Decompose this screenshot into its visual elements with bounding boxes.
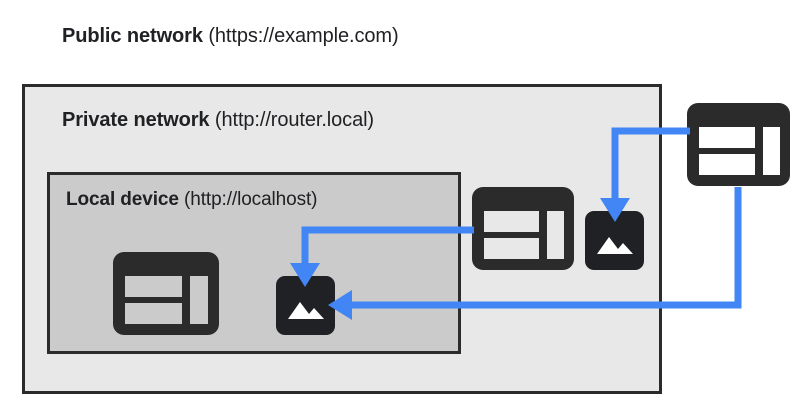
private-network-label: Private network (http://router.local) <box>62 110 374 130</box>
private-network-name: Private network <box>62 109 210 131</box>
local-browser-window-icon <box>113 252 219 335</box>
local-device-url: (http://localhost) <box>178 189 318 210</box>
router-image-icon <box>585 211 644 270</box>
router-browser-window-icon <box>472 187 574 270</box>
public-network-url: (https://example.com) <box>202 25 399 47</box>
public-browser-window-icon <box>687 103 790 186</box>
local-device-label: Local device (http://localhost) <box>66 189 318 210</box>
public-network-name: Public network <box>62 25 203 47</box>
private-network-url: (http://router.local) <box>209 109 374 131</box>
local-device-name: Local device <box>66 189 179 210</box>
local-image-icon <box>276 276 335 335</box>
public-network-label: Public network (https://example.com) <box>62 26 399 46</box>
